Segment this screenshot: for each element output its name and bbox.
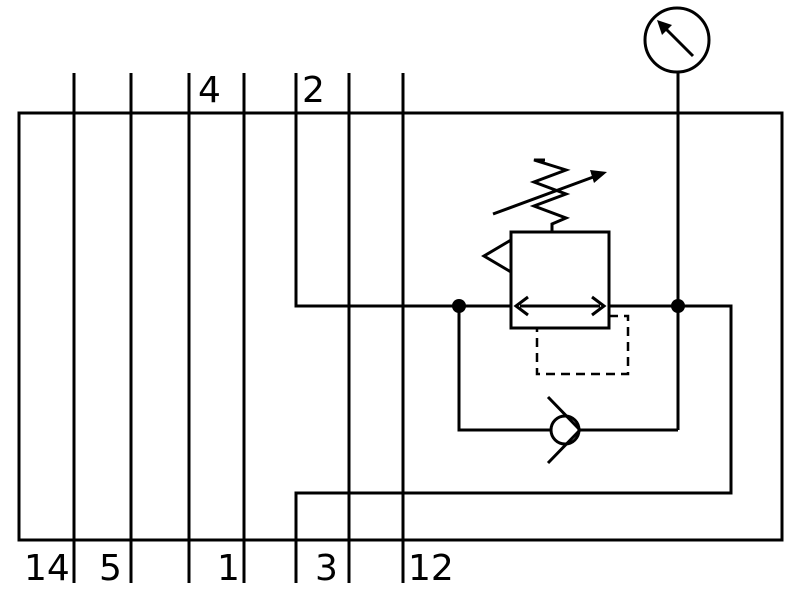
check-valve-icon: [546, 395, 583, 465]
adjustable-spring-icon: [492, 158, 607, 232]
port-label-4: 4: [198, 70, 221, 111]
port-label-1: 1: [217, 548, 240, 589]
pressure-regulator-valve-icon: [481, 230, 630, 376]
port-2-line: [294, 73, 511, 308]
port-label-2: 2: [302, 70, 325, 111]
port-label-12: 12: [408, 548, 454, 589]
port-label-14: 14: [24, 548, 70, 589]
junction-dot-right: [671, 299, 685, 313]
bypass-line: [457, 306, 550, 432]
manifold-body: [17, 111, 784, 542]
port-3-line: [294, 304, 733, 583]
port-label-5: 5: [99, 548, 122, 589]
port-label-3: 3: [315, 548, 338, 589]
junction-dot-left: [452, 299, 466, 313]
pressure-gauge-icon: [643, 6, 711, 74]
